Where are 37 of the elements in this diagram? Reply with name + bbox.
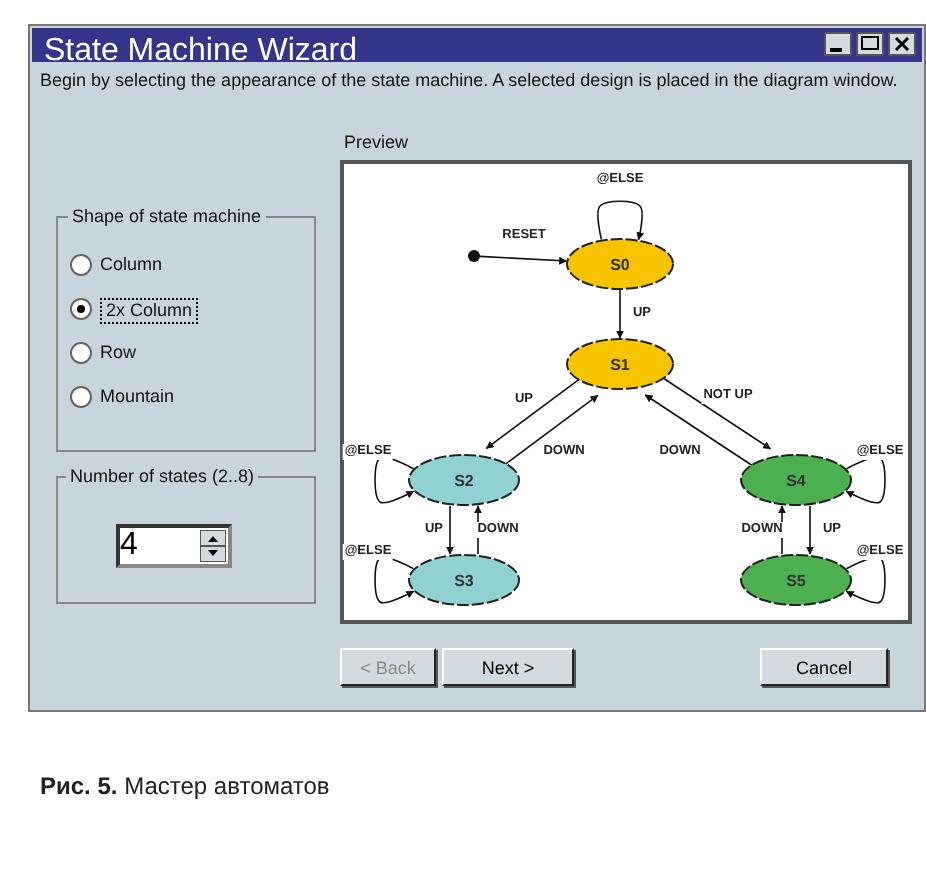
transition-arrow bbox=[479, 255, 568, 265]
state-name: S1 bbox=[610, 355, 630, 373]
state-ellipse bbox=[566, 238, 674, 290]
instruction-text: Begin by selecting the appearance of the state machine. A selected design is placed in the diagram window. bbox=[40, 70, 900, 92]
group-label: Preview bbox=[344, 132, 409, 154]
back-button: < Back bbox=[340, 648, 436, 686]
state-name: S4 bbox=[786, 471, 806, 489]
window-title: State Machine Wizard bbox=[44, 34, 360, 60]
state-name: S5 bbox=[786, 571, 806, 589]
transition-arrow bbox=[446, 505, 454, 555]
state-name: S2 bbox=[454, 471, 474, 489]
state-ellipse bbox=[740, 454, 852, 506]
self-loop-arrow bbox=[597, 200, 645, 241]
self-loop-arrow bbox=[374, 456, 415, 504]
figure-caption: Рис. 5. Мастер автоматов bbox=[40, 772, 330, 800]
transition-arrow bbox=[644, 394, 758, 470]
start-dot bbox=[468, 250, 480, 262]
cancel-button: Cancel bbox=[760, 648, 888, 686]
state-ellipse bbox=[566, 338, 674, 390]
state-name: S3 bbox=[454, 571, 474, 589]
option-label: Column bbox=[100, 254, 163, 276]
state-ellipse bbox=[408, 554, 520, 606]
state-ellipse bbox=[740, 554, 852, 606]
next-button: Next > bbox=[442, 648, 574, 686]
transition-arrow bbox=[806, 505, 814, 555]
self-loop-arrow bbox=[845, 456, 886, 504]
state-name: S0 bbox=[610, 255, 630, 273]
option-label: Row bbox=[100, 342, 137, 364]
transition-arrow bbox=[778, 505, 786, 555]
transition-arrow bbox=[616, 289, 624, 339]
group-label: Shape of state machine bbox=[68, 206, 266, 228]
option-label: Mountain bbox=[100, 386, 175, 408]
self-loop-arrow bbox=[374, 556, 415, 604]
self-loop-arrow bbox=[845, 556, 886, 604]
state-ellipse bbox=[408, 454, 520, 506]
group-label: Number of states (2..8) bbox=[66, 466, 259, 488]
option-label: 2x Column bbox=[100, 298, 199, 324]
